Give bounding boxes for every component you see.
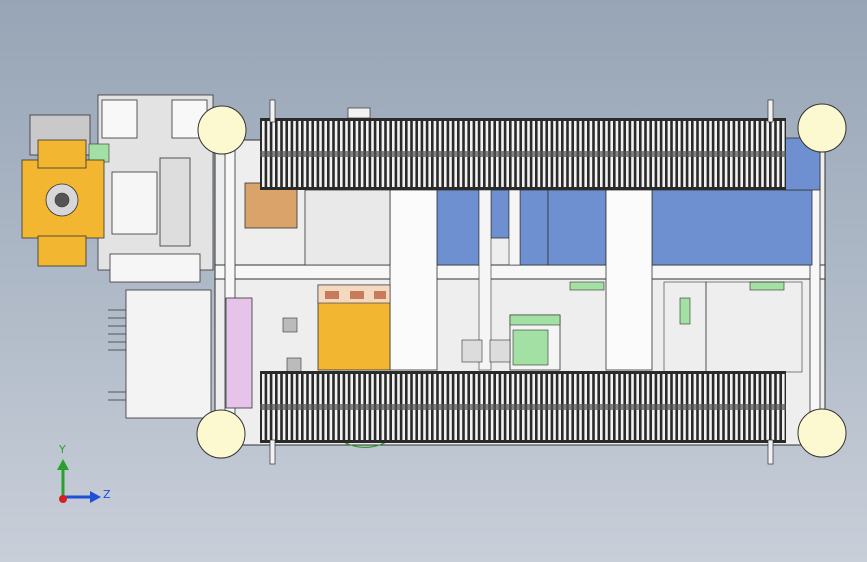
track-belt-top <box>260 118 786 190</box>
electrical-box <box>108 289 212 419</box>
frame-columns <box>304 189 653 371</box>
wheel-top-left <box>197 105 247 155</box>
violet-panel <box>225 297 253 409</box>
yellow-motor <box>21 139 105 267</box>
track-belt-bottom <box>260 371 786 443</box>
track-center-band <box>260 151 786 157</box>
wheel-top-right <box>797 103 847 153</box>
blue-panels <box>436 137 821 266</box>
z-axis-arrowhead <box>90 491 101 503</box>
wheel-bottom-right <box>797 408 847 458</box>
lower-compartment <box>282 281 803 449</box>
triad-origin <box>59 495 67 503</box>
y-axis-label: Y <box>58 443 66 456</box>
orientation-triad: Y Z <box>57 443 111 503</box>
z-axis-label: Z <box>103 488 111 501</box>
track-center-band <box>260 404 786 410</box>
wheel-bottom-left <box>196 409 246 459</box>
y-axis-arrowhead <box>57 459 69 470</box>
copper-block <box>244 182 298 229</box>
axle-pins <box>269 99 774 465</box>
